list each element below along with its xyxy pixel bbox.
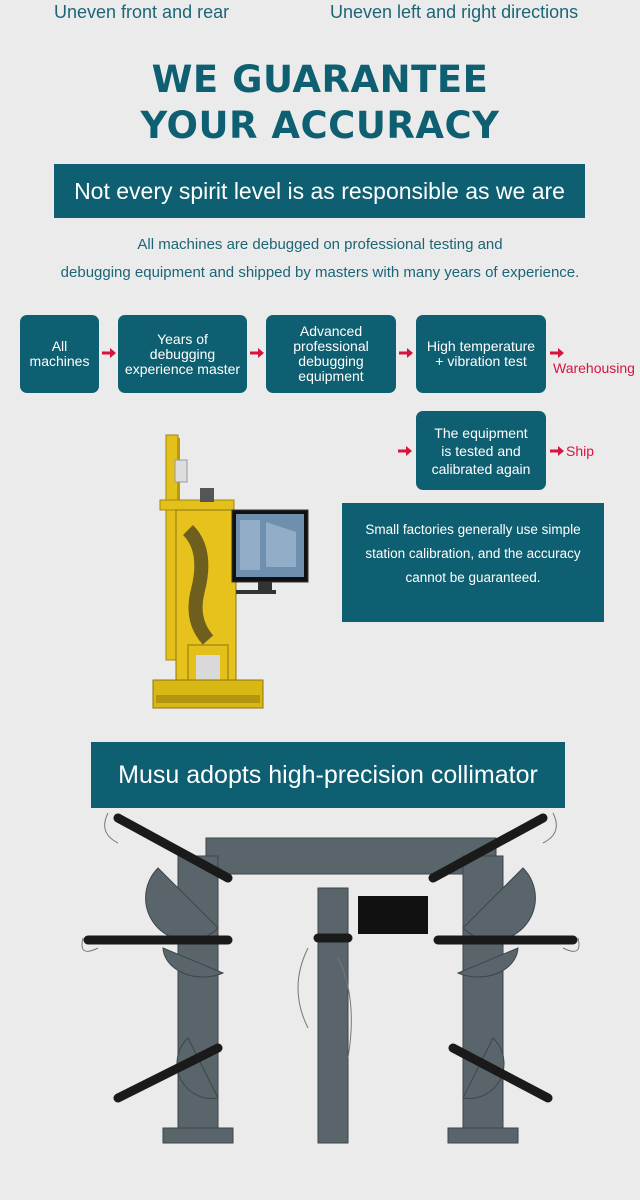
flow-step-master: Years of debugging experience master: [118, 315, 247, 393]
headline-line1: WE GUARANTEE: [151, 58, 489, 101]
collimator-frame-image: [81, 812, 580, 1144]
small-factory-note: Small factories generally use simple sta…: [342, 503, 604, 622]
ship-label: Ship: [566, 443, 595, 459]
description-line2: debugging equipment and shipped by maste…: [60, 264, 580, 281]
collimator-banner: Musu adopts high-precision collimator: [91, 742, 565, 808]
warehousing-label: Warehousing: [553, 360, 635, 376]
flow-arrow-icon: [102, 348, 116, 358]
flow-step-all-machines: All machines: [20, 315, 99, 393]
flow-arrow-icon: [550, 348, 564, 358]
flow-arrow-icon: [399, 348, 413, 358]
flow-arrow-icon: [250, 348, 264, 358]
flow-step-temperature-test: High temperature + vibration test: [416, 315, 546, 393]
caption-left-right: Uneven left and right directions: [330, 2, 579, 22]
responsibility-banner: Not every spirit level is as responsible…: [54, 164, 585, 218]
flow-step-equipment: Advanced professional debugging equipmen…: [266, 315, 396, 393]
headline-line2: YOUR ACCURACY: [140, 104, 500, 147]
caption-front-rear: Uneven front and rear: [54, 2, 230, 22]
calibration-station-image: [152, 434, 309, 709]
description-line1: All machines are debugged on professiona…: [137, 236, 503, 253]
flow-step-recalibration: The equipment is tested and calibrated a…: [416, 411, 546, 490]
flow-arrow-icon: [398, 446, 412, 456]
flow-arrow-icon: [550, 446, 564, 456]
